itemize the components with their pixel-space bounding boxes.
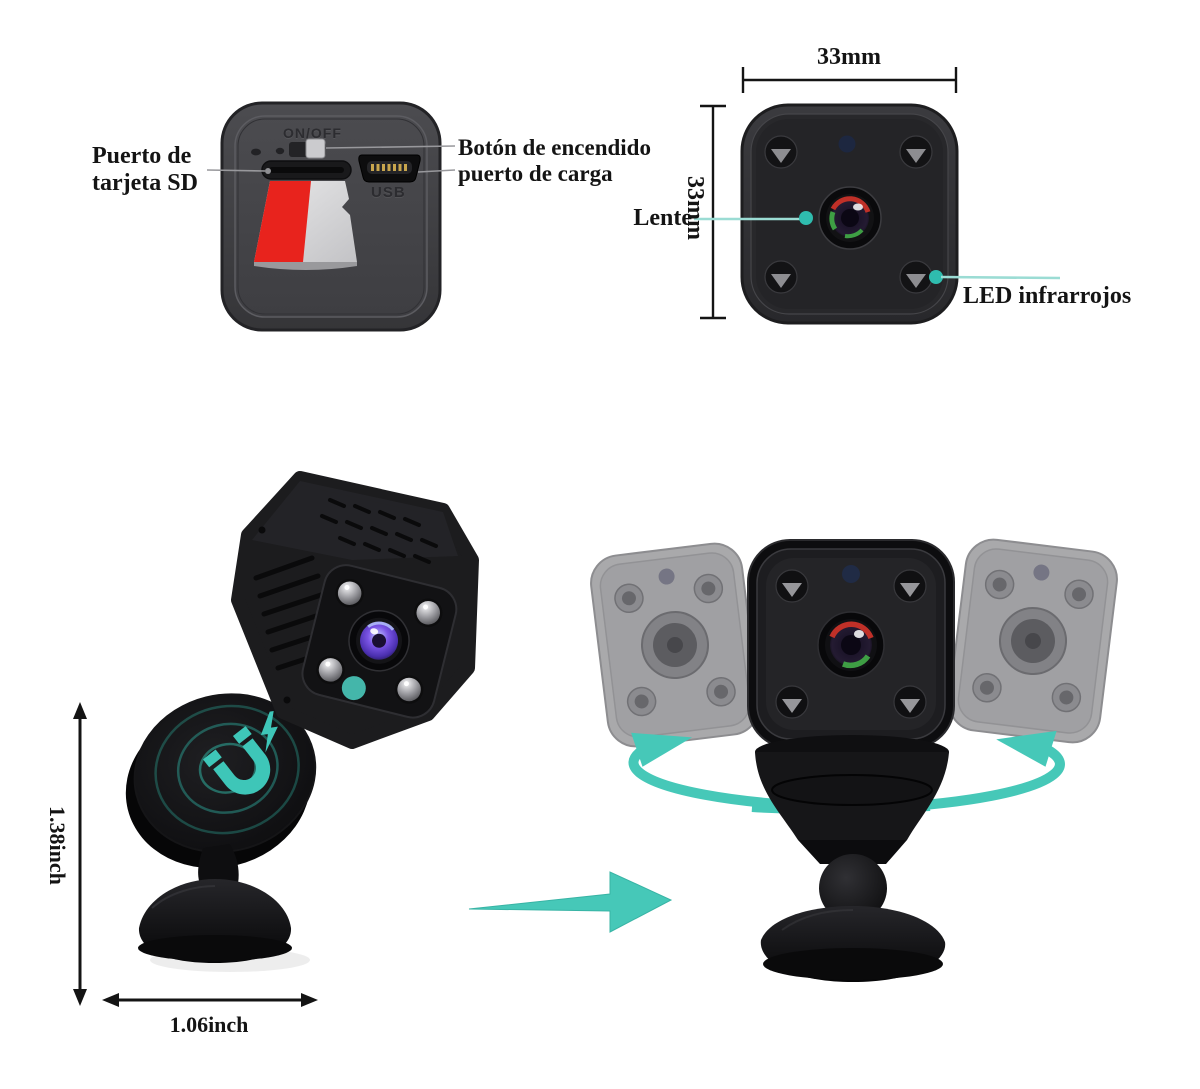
ir-led-grid [764, 135, 933, 294]
reset-hole [275, 147, 285, 155]
infrared-led-label: LED infrarrojos [963, 283, 1132, 309]
led-callout [929, 270, 1061, 284]
cube-ir-leds [316, 578, 443, 704]
callout-lines-back [206, 145, 456, 173]
usb-port [358, 154, 421, 183]
sd-port-label: Puerto de tarjeta SD [92, 143, 198, 197]
sd-port-label-line1: Puerto de [92, 143, 192, 169]
mount-height-label: 1.38inch [45, 806, 70, 885]
mount-width-label: 1.06inch [169, 1012, 249, 1037]
sd-card-graphic [254, 181, 357, 270]
cube-indicator-button [341, 676, 366, 701]
right-arrow-icon [468, 871, 673, 933]
sd-card-slot [261, 160, 352, 180]
charge-port-label: puerto de carga [458, 161, 613, 186]
ir-led-grid [775, 569, 927, 719]
top-vents [320, 498, 438, 564]
cube-camera-illustration [231, 471, 479, 749]
ghost-camera-right [948, 538, 1118, 744]
onoff-switch [289, 138, 326, 159]
magnet-rings [154, 704, 300, 835]
side-grille [253, 555, 333, 671]
mic-hole [251, 148, 261, 156]
camera-lens [817, 611, 885, 679]
ir-led [899, 260, 933, 294]
cube-lens [348, 610, 410, 672]
lens-callout [694, 211, 813, 225]
lightning-bolt-icon [260, 711, 278, 753]
ir-led [899, 135, 933, 169]
light-sensor [838, 135, 856, 153]
back-view-illustration [206, 101, 456, 332]
swivel-stand [755, 735, 949, 982]
dimension-width [741, 67, 958, 93]
power-charge-label: Botón de encendido puerto de carga [458, 135, 651, 187]
dimension-mount-height [73, 702, 87, 1006]
power-button-label: Botón de encendido [458, 135, 651, 160]
sd-port-label-line2: tarjeta SD [92, 170, 198, 196]
dimension-height [700, 104, 726, 320]
rotation-demo-illustration [590, 538, 1118, 982]
magnet-icon [203, 726, 271, 795]
ghost-camera-left [590, 542, 760, 748]
ir-led [764, 260, 798, 294]
dim-width-label: 33mm [817, 44, 881, 70]
usb-engraving: USB [371, 184, 406, 201]
onoff-engraving: ON/OFF [283, 125, 342, 141]
light-sensor [842, 565, 860, 583]
dimension-mount-width [102, 993, 318, 1007]
cube-front-face [301, 564, 458, 719]
magnetic-mount-illustration [125, 693, 317, 972]
mounted-camera [747, 539, 955, 749]
ir-led [764, 135, 798, 169]
camera-lens [818, 186, 882, 250]
lens-label: Lente [633, 205, 692, 231]
front-view-illustration [694, 67, 1061, 325]
